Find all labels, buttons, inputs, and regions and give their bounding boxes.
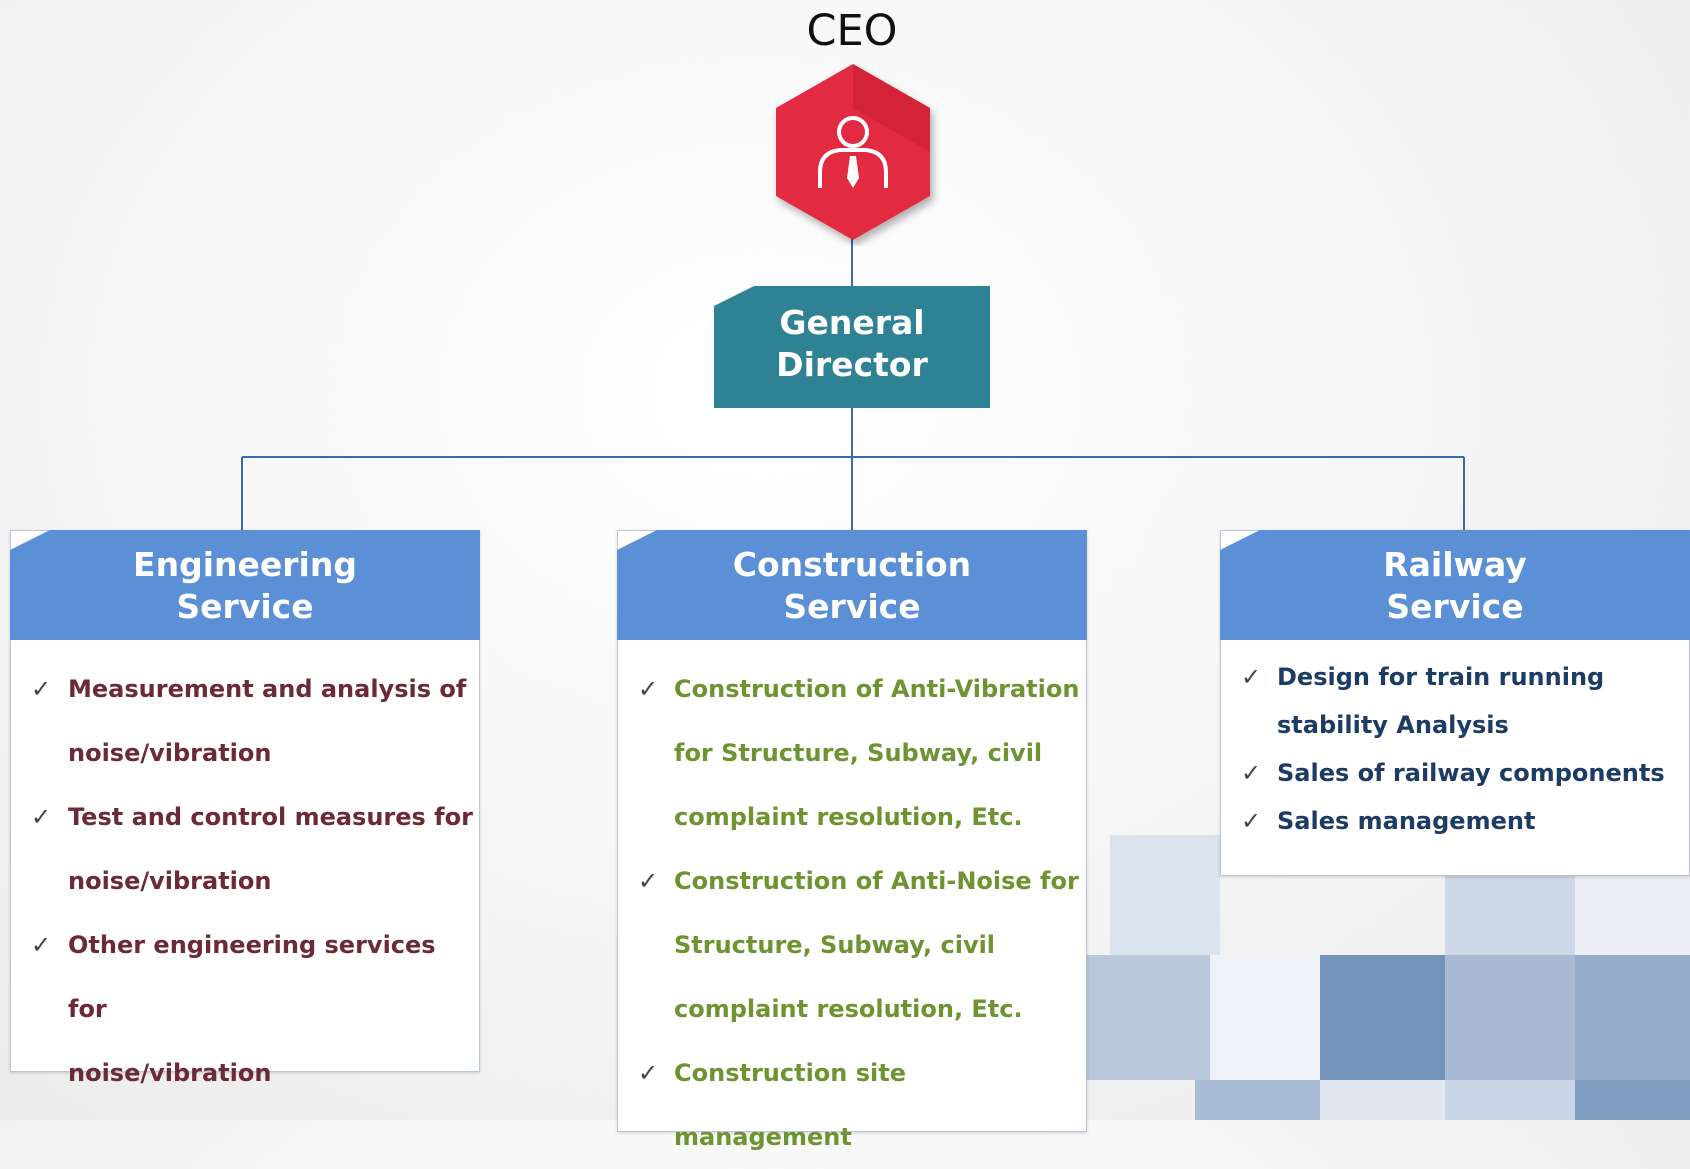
- list-item: ✓ Construction of Anti-Vibration for Str…: [618, 657, 1086, 849]
- check-icon: ✓: [638, 675, 659, 703]
- check-icon: ✓: [638, 1059, 659, 1087]
- ceo-title: CEO: [806, 6, 898, 56]
- bg-tile: [1210, 955, 1320, 1080]
- item-text: Construction of Anti-Noise for: [674, 867, 1079, 895]
- railway-header-line2: Service: [1386, 587, 1524, 626]
- item-text: Structure, Subway, civil: [674, 931, 996, 959]
- list-item: ✓ Construction of Anti-Noise for Structu…: [618, 849, 1086, 1041]
- engineering-header-line2: Service: [176, 587, 314, 626]
- construction-item-list: ✓ Construction of Anti-Vibration for Str…: [618, 657, 1086, 1169]
- connectors: [241, 232, 1465, 530]
- engineering-service-header: Engineering Service: [10, 530, 480, 640]
- item-text: Sales of railway components: [1277, 759, 1665, 787]
- check-icon: ✓: [31, 931, 52, 959]
- item-text: complaint resolution, Etc.: [674, 995, 1023, 1023]
- railway-item-list: ✓ Design for train running stability Ana…: [1221, 653, 1689, 845]
- check-icon: ✓: [31, 803, 52, 831]
- railway-header-line1: Railway: [1383, 545, 1527, 584]
- list-item: ✓ Design for train running stability Ana…: [1221, 653, 1689, 749]
- check-icon: ✓: [1241, 807, 1262, 835]
- construction-header-line1: Construction: [732, 545, 972, 584]
- item-text: Design for train running: [1277, 663, 1605, 691]
- list-item: ✓ Sales management: [1221, 797, 1689, 845]
- item-text: for Structure, Subway, civil: [674, 739, 1043, 767]
- bg-tile: [1445, 870, 1575, 955]
- bg-tile: [1320, 1080, 1445, 1120]
- bg-tile: [1575, 1080, 1690, 1120]
- check-icon: ✓: [31, 675, 52, 703]
- general-director-line2: Director: [776, 345, 928, 384]
- bg-tile: [1445, 955, 1575, 1080]
- list-item: ✓ Sales of railway components: [1221, 749, 1689, 797]
- bg-tile: [1195, 1080, 1320, 1120]
- construction-header-line2: Service: [783, 587, 921, 626]
- engineering-header-line1: Engineering: [133, 545, 357, 584]
- item-text: complaint resolution, Etc.: [674, 803, 1023, 831]
- background-tiles: [1085, 835, 1690, 1120]
- item-text: Test and control measures for: [68, 803, 473, 831]
- bg-tile: [1320, 955, 1445, 1080]
- general-director-line1: General: [779, 303, 925, 342]
- list-item: ✓ Measurement and analysis of noise/vibr…: [11, 657, 479, 785]
- railway-service-panel: Railway Service ✓ Design for train runni…: [1220, 530, 1690, 876]
- bg-tile: [1085, 955, 1210, 1080]
- engineering-item-list: ✓ Measurement and analysis of noise/vibr…: [11, 657, 479, 1105]
- bg-tile: [1575, 955, 1690, 1080]
- railway-service-header: Railway Service: [1220, 530, 1690, 640]
- item-text: Other engineering services for: [68, 931, 436, 1023]
- item-text: Measurement and analysis of: [68, 675, 467, 703]
- check-icon: ✓: [1241, 663, 1262, 691]
- item-text: Sales management: [1277, 807, 1536, 835]
- item-text: Construction site management: [674, 1059, 906, 1151]
- construction-service-header: Construction Service: [617, 530, 1087, 640]
- item-text: Construction of Anti-Vibration: [674, 675, 1080, 703]
- list-item: ✓ Construction site management: [618, 1041, 1086, 1169]
- person-with-tie-icon: [776, 64, 930, 240]
- item-text: stability Analysis: [1277, 711, 1509, 739]
- item-text: noise/vibration: [68, 1059, 272, 1087]
- item-text: noise/vibration: [68, 867, 272, 895]
- bg-tile: [1110, 835, 1220, 955]
- check-icon: ✓: [1241, 759, 1262, 787]
- construction-service-panel: Construction Service ✓ Construction of A…: [617, 530, 1087, 1151]
- general-director-box: General Director: [714, 286, 990, 408]
- check-icon: ✓: [638, 867, 659, 895]
- bg-tile: [1445, 1080, 1575, 1120]
- list-item: ✓ Other engineering services for noise/v…: [11, 913, 479, 1105]
- item-text: noise/vibration: [68, 739, 272, 767]
- list-item: ✓ Test and control measures for noise/vi…: [11, 785, 479, 913]
- engineering-service-panel: Engineering Service ✓ Measurement and an…: [10, 530, 480, 1087]
